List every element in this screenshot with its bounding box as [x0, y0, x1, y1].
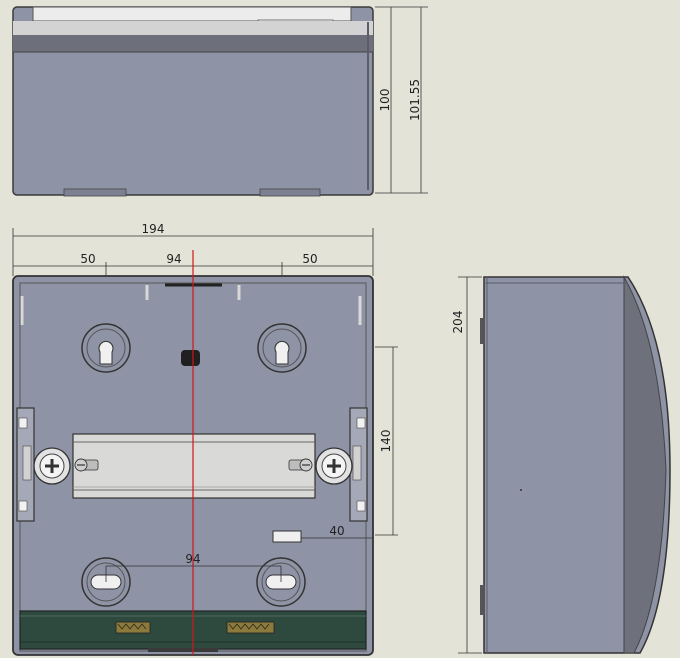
dim-label-194: 194 [142, 222, 165, 236]
side-view [480, 275, 671, 654]
keyhole-right [257, 323, 307, 373]
keyhole-left [81, 323, 131, 373]
front-view-dimensions-right [105, 346, 398, 582]
top-view-foot-left [63, 188, 127, 197]
dim-label-204: 204 [451, 311, 465, 334]
dim-label-140: 140 [379, 430, 393, 453]
center-clip [181, 350, 200, 366]
side-view-cover [623, 275, 667, 654]
dim-label-right-50: 50 [302, 252, 317, 266]
dim-label-101-55: 101.55 [408, 79, 422, 121]
dim-label-40: 40 [329, 524, 344, 538]
bottom-ridge [148, 648, 218, 652]
terminal-block-left [115, 621, 151, 634]
rail-screw-right [288, 458, 313, 472]
small-tab [272, 530, 302, 543]
front-view [12, 250, 374, 656]
top-view-lid-strip [32, 6, 352, 22]
side-view-clip-top [480, 318, 485, 344]
top-view [12, 6, 374, 197]
dim-label-100: 100 [378, 89, 392, 112]
rail-screw-left [74, 458, 99, 472]
side-view-clip-bottom [480, 585, 485, 615]
side-view-marker [520, 489, 522, 491]
din-rail [72, 433, 316, 499]
top-view-dimensions [375, 6, 428, 194]
dim-label-94-bottom: 94 [185, 552, 200, 566]
top-view-light-band [13, 21, 373, 35]
dim-label-left-50: 50 [80, 252, 95, 266]
screw-left [33, 447, 71, 485]
side-view-dimensions [458, 276, 482, 654]
screw-right [315, 447, 353, 485]
left-bracket [16, 407, 35, 522]
dim-label-94-top: 94 [166, 252, 181, 266]
top-view-dark-band [13, 35, 373, 52]
top-view-foot-right [259, 188, 321, 197]
